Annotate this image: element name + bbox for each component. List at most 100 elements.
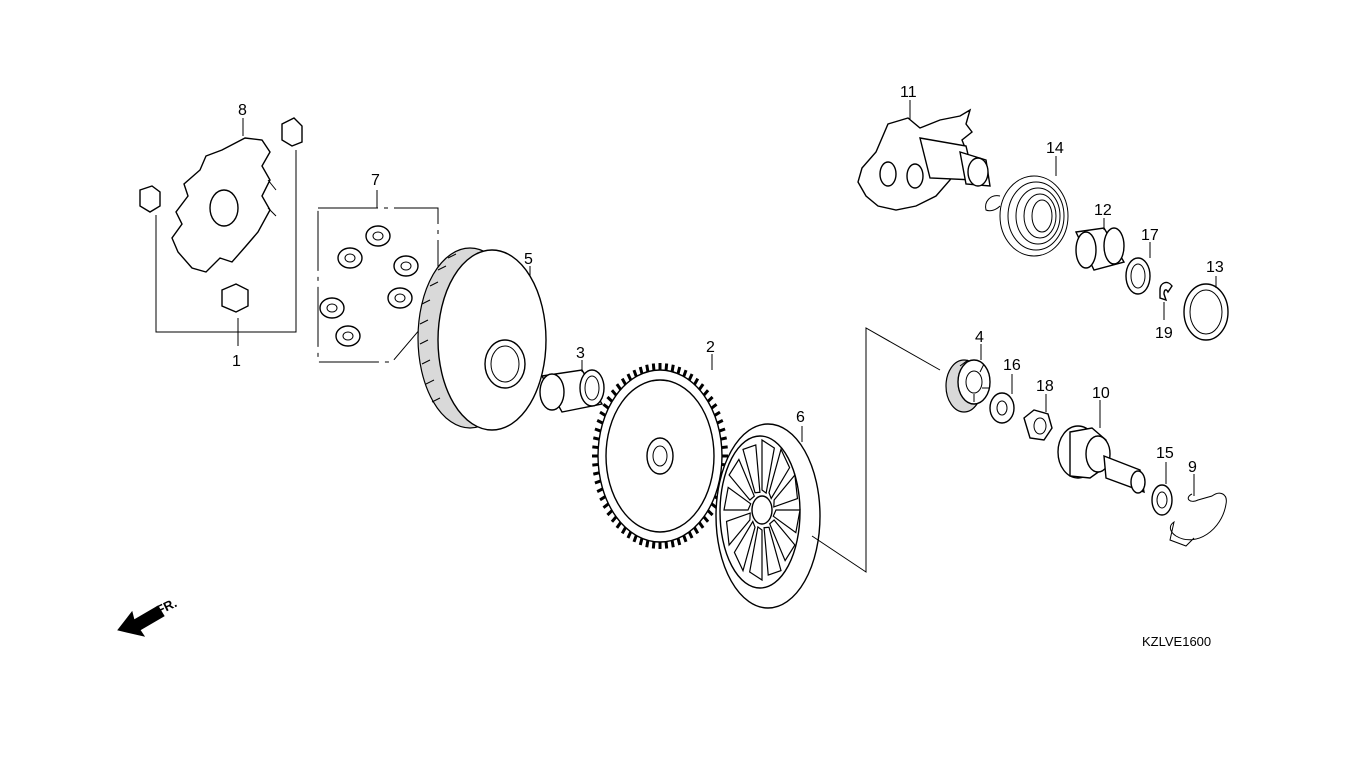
callout-16: 16	[1003, 357, 1021, 374]
gear-tooth	[702, 515, 710, 523]
callout-13: 13	[1206, 259, 1224, 276]
callout-5: 5	[524, 251, 533, 268]
gear-tooth	[721, 445, 728, 450]
fan-blade	[725, 512, 751, 547]
gear-tooth	[602, 403, 610, 410]
front-direction-arrow: FR.	[117, 595, 179, 637]
callout-2: 2	[706, 339, 715, 356]
gear-tooth	[606, 509, 614, 517]
weight-roller-3	[393, 255, 419, 277]
fan-blade	[748, 525, 763, 582]
fan-blade	[723, 486, 752, 511]
kickstarter-spindle-part-11	[857, 100, 991, 211]
gear-tooth	[664, 541, 669, 549]
movable-drive-face-part-5	[417, 247, 547, 431]
driven-pinion-part-10	[1057, 400, 1146, 494]
front-arrow-icon	[117, 605, 165, 637]
gear-tooth	[594, 427, 602, 433]
drive-face-gear-part-2	[592, 354, 728, 549]
gear-teeth	[592, 363, 728, 549]
gear-tooth	[676, 537, 682, 546]
gear-tooth	[645, 540, 650, 548]
callout-1: 1	[232, 353, 241, 370]
leader-group-4-10	[811, 327, 941, 573]
fan-blade	[768, 447, 791, 500]
gear-tooth	[645, 364, 650, 372]
slider-piece-left	[139, 185, 161, 213]
gear-tooth	[610, 515, 618, 523]
fan-blade	[733, 520, 756, 573]
callout-4: 4	[975, 329, 984, 346]
weight-roller-4	[387, 287, 413, 309]
gear-tooth	[610, 389, 618, 397]
fan-blade	[772, 509, 801, 534]
callout-10: 10	[1092, 385, 1110, 402]
weight-roller-2	[337, 247, 363, 269]
gear-tooth	[682, 369, 688, 378]
callout-9: 9	[1188, 459, 1197, 476]
weight-roller-5	[319, 297, 345, 319]
gear-tooth	[676, 366, 682, 375]
gear-tooth	[596, 419, 604, 425]
gear-tooth	[670, 540, 675, 548]
slider-piece-bottom	[221, 283, 249, 313]
weight-roller-set-group	[317, 190, 439, 363]
callout-3: 3	[576, 345, 585, 362]
weight-roller-1	[365, 225, 391, 247]
gear-tooth	[687, 531, 694, 539]
gear-tooth	[638, 366, 644, 375]
gear-tooth	[592, 471, 600, 476]
gear-tooth	[698, 383, 705, 391]
callout-14: 14	[1046, 140, 1064, 157]
fan-blade	[742, 444, 761, 494]
fan-blade	[768, 519, 796, 562]
gear-tooth	[594, 479, 602, 485]
gear-tooth	[615, 383, 622, 391]
slider-piece-top	[281, 117, 303, 147]
callout-6: 6	[796, 409, 805, 426]
callout-numbers: 1 2 3 4 5 6 7 8 9 10 11 12 13 14 15 16 1…	[232, 84, 1224, 476]
gear-tooth	[682, 534, 688, 543]
callout-19: 19	[1155, 325, 1173, 342]
gear-tooth	[606, 395, 614, 403]
gear-tooth	[716, 419, 724, 425]
gear-tooth	[693, 377, 700, 386]
collar-part-3	[539, 360, 605, 413]
diagram-code: KZLVE1600	[1142, 634, 1211, 649]
gear-tooth	[706, 509, 714, 517]
gear-tooth	[702, 389, 710, 397]
gear-tooth	[713, 410, 721, 417]
fan-blade	[761, 438, 776, 495]
gear-tooth	[626, 373, 633, 381]
fan-blade	[763, 526, 782, 576]
callout-12: 12	[1094, 202, 1112, 219]
bushing-part-12	[1074, 218, 1126, 271]
gear-tooth	[626, 531, 633, 539]
gear-tooth	[620, 526, 627, 535]
nut-part-18	[1023, 394, 1053, 441]
washer-part-17	[1125, 242, 1151, 295]
gear-tooth	[651, 363, 656, 371]
callout-7: 7	[371, 172, 380, 189]
callout-11: 11	[900, 84, 917, 101]
fan-blade	[728, 458, 756, 501]
weight-roller-6	[335, 325, 361, 347]
gear-tooth	[693, 526, 700, 535]
gear-tooth	[592, 462, 599, 467]
gear-tooth	[632, 534, 638, 543]
ratchet-part-4	[945, 344, 991, 413]
gear-tooth	[599, 410, 607, 417]
gear-tooth	[670, 364, 675, 372]
fan-blade	[773, 473, 799, 508]
clip-spring-part-9	[1169, 474, 1227, 547]
group-bracket-7	[317, 207, 439, 363]
gear-tooth	[651, 541, 656, 549]
washer-part-16	[989, 374, 1015, 424]
gear-tooth	[615, 521, 622, 529]
gear-tooth	[592, 436, 600, 441]
fan-face-part-6	[715, 327, 941, 609]
ramp-plate-hub	[209, 189, 239, 227]
callout-17: 17	[1141, 227, 1159, 244]
gear-tooth	[718, 427, 726, 433]
